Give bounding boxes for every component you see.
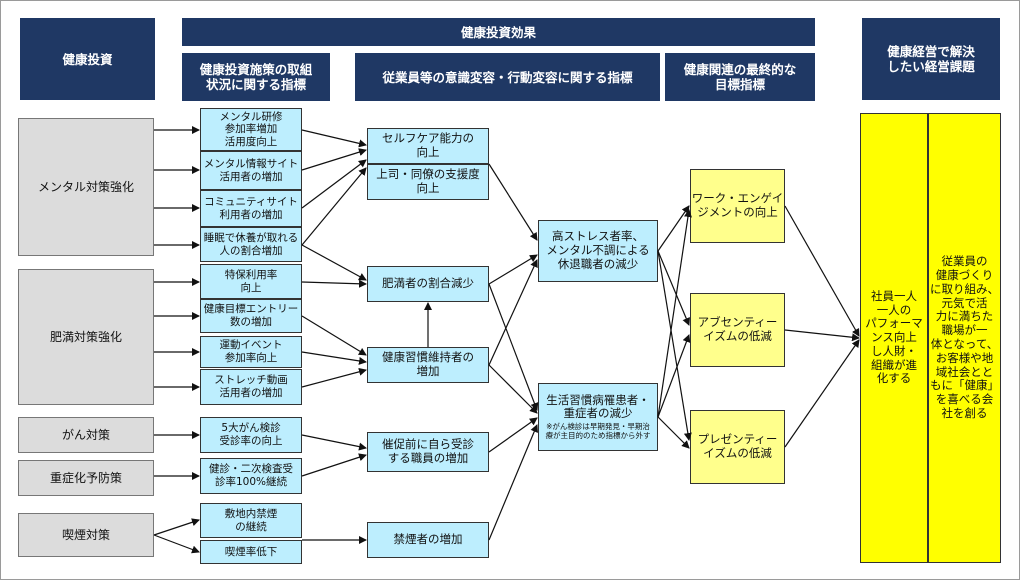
measure-exercise-event: 運動イベント 参加率向上 (200, 336, 302, 368)
measure-tokuho: 特保利用率 向上 (200, 264, 302, 299)
measure-no-smoking-premises: 敷地内禁煙 の継続 (200, 503, 302, 538)
issue-society: 従業員の 健康づくり に取り組み、 元気で活 力に満ちた 職場が一 体となって、… (928, 113, 1001, 563)
awareness-boss-support: 上司・同僚の支援度 向上 (367, 164, 489, 200)
final-presenteeism: プレゼンティー イズムの低減 (690, 410, 785, 484)
investment-mental: メンタル対策強化 (18, 118, 154, 256)
investment-smoking: 喫煙対策 (18, 513, 154, 557)
measure-smoking-rate: 喫煙率低下 (200, 540, 302, 564)
awareness-obesity-ratio: 肥満者の割合減少 (367, 266, 489, 302)
lifestyle-disease-label: 生活習慣病罹患者・ 重症者の減少 (546, 392, 650, 421)
awareness-self-care: セルフケア能力の 向上 (367, 128, 489, 164)
investment-cancer: がん対策 (18, 417, 154, 453)
measure-stretch-video: ストレッチ動画 活用者の増加 (200, 369, 302, 405)
measure-sleep: 睡眠で休養が取れる 人の割合増加 (200, 227, 302, 262)
awareness-healthy-habit: 健康習慣維持者の 増加 (367, 347, 489, 383)
issue-performance: 社員一人 一人の パフォーマ ンス向上 し人財・ 組織が進 化する (860, 113, 928, 563)
header-final: 健康関連の最終的な 目標指標 (665, 53, 815, 101)
header-issues: 健康経営で解決 したい経営課題 (862, 18, 1000, 100)
investment-obesity: 肥満対策強化 (18, 269, 154, 405)
measure-mental-info-site: メンタル情報サイト 活用者の増加 (200, 151, 302, 190)
final-absenteeism: アブセンティー イズムの低減 (690, 293, 785, 367)
header-effect: 健康投資効果 (182, 18, 815, 46)
measure-checkup-rate: 健診・二次検査受 診率100%継続 (200, 458, 302, 494)
measure-mental-training: メンタル研修 参加率増加 活用度向上 (200, 108, 302, 151)
investment-severe: 重症化予防策 (18, 460, 154, 496)
awareness-quit-smoking: 禁煙者の増加 (367, 522, 489, 558)
final-engagement: ワーク・エンゲイ ジメントの向上 (690, 169, 785, 243)
header-awareness: 従業員等の意識変容・行動変容に関する指標 (355, 53, 660, 101)
awareness-self-checkup: 催促前に自ら受診 する職員の増加 (367, 432, 489, 472)
header-measures: 健康投資施策の取組 状況に関する指標 (182, 53, 330, 101)
measure-community-site: コミュニティサイト 利用者の増加 (200, 190, 302, 227)
header-investment: 健康投資 (20, 18, 155, 100)
measure-health-goal: 健康目標エントリー 数の増加 (200, 299, 302, 333)
lifestyle-disease-note: ※がん検診は早期発見・早期治 療が主目的のため指標から外す (545, 422, 651, 440)
mid-lifestyle-disease: 生活習慣病罹患者・ 重症者の減少 ※がん検診は早期発見・早期治 療が主目的のため… (538, 383, 658, 451)
measure-cancer-screening: 5大がん検診 受診率の向上 (200, 417, 302, 453)
mid-stress-reduction: 高ストレス者率、 メンタル不調による 休退職者の減少 (538, 220, 658, 282)
